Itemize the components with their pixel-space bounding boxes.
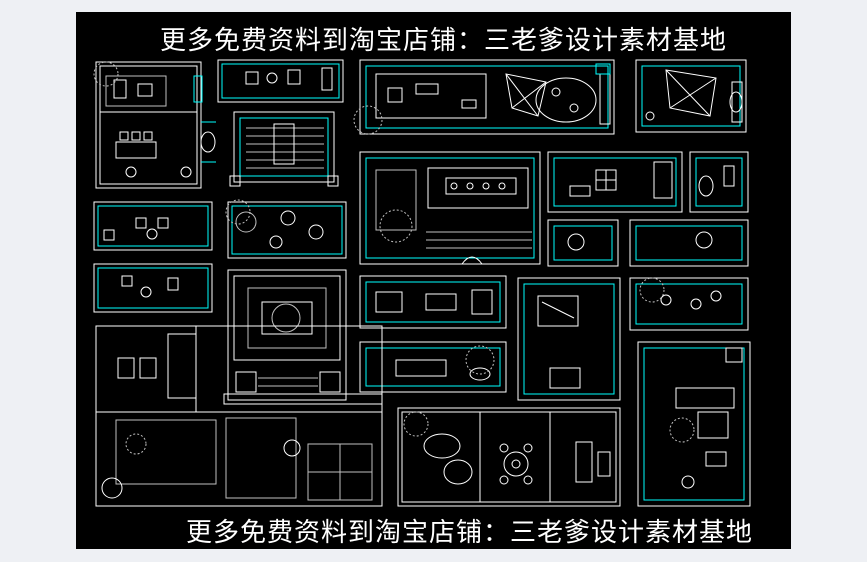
plan-meeting-hall [359,151,541,265]
plan-terrace [547,219,749,267]
plan-dining-pavilion [629,277,749,331]
floor-plans-drawing [93,59,751,507]
plan-lobby [359,341,507,393]
plan-sofa-lounge [637,341,751,507]
plan-gallery [517,277,621,401]
plan-staircase [229,111,339,187]
plan-office-a [95,61,216,189]
plan-kitchen [547,151,683,213]
plan-lounge-strip [217,59,344,103]
watermark-top-text: 更多免费资料到淘宝店铺：三老爹设计素材基地 [160,26,728,56]
plan-study [689,151,749,213]
cad-drawing-viewport[interactable]: 更多免费资料到淘宝店铺：三老爹设计素材基地 更多免费资料到淘宝店铺：三老爹设计素… [76,12,791,549]
plan-reception [93,201,213,251]
plan-pavilion-wide [359,59,615,135]
watermark-bottom-text: 更多免费资料到淘宝店铺：三老爹设计素材基地 [186,518,754,548]
plan-dining-large [397,407,621,507]
plan-courtyard [223,269,383,405]
plan-cafe-tables [227,201,347,259]
plan-office-b [93,263,213,313]
plan-lounge-bench [359,275,507,329]
plan-garden-house [95,325,383,507]
plan-pavilion [635,59,747,133]
